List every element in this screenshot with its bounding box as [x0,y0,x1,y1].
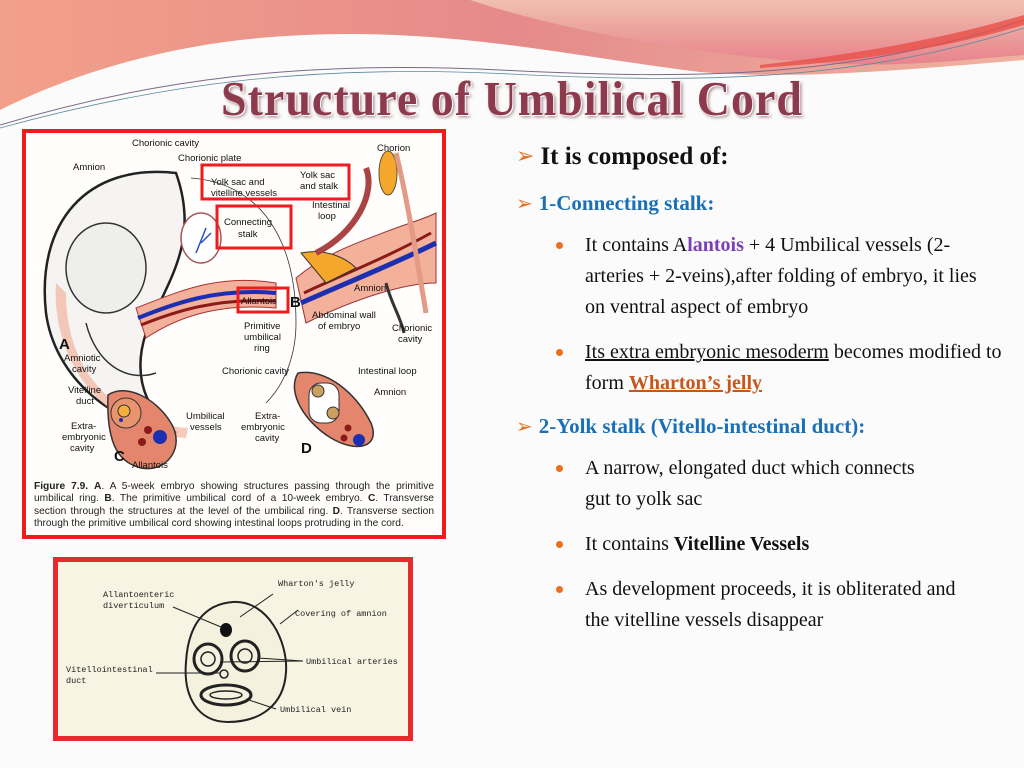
bullet-obliterated: As development proceeds, it is obliterat… [556,574,1006,636]
label-vitelline-duct-1: Vitelline [68,385,101,396]
label-amnion-right: Amnion [354,283,386,294]
bullet-dot-icon [556,465,563,472]
label-extra-embryonic-c-3: cavity [70,443,95,454]
caption-c-text: . Transverse section through the structu… [34,493,434,517]
label-yolk-sac-stalk-1: Yolk sac [300,170,335,181]
bullet-text: A narrow, elongated duct which connects … [585,457,915,510]
label-allantoenteric-1: Allantoenteric [103,590,174,600]
cross-section-diagram: Allantoenteric diverticulum Wharton's je… [66,579,398,724]
caption-d-key: D [332,505,340,517]
label-connecting-stalk-1: Connecting [224,217,272,228]
bullet-text: As development proceeds, it is obliterat… [585,578,956,631]
label-chorionic-plate: Chorionic plate [178,153,241,164]
section-yolk-stalk: ➢ 2-Yolk stalk (Vitello-intestinal duct)… [516,411,1006,441]
bullet-dot-icon [556,242,563,249]
arrow-bullet-icon: ➢ [516,414,533,438]
bullet-text: + 4 Umbilical vessels (2-arteries + 2-ve… [585,234,977,318]
bullet-alantois: It contains Alantois + 4 Umbilical vesse… [556,230,1006,323]
slide-content: ➢ It is composed of: ➢ 1-Connecting stal… [516,138,1006,636]
label-chorionic-cavity-top: Chorionic cavity [132,138,199,149]
label-intestinal-loop-d: Intestinal loop [358,366,417,377]
label-umbilical-arteries: Umbilical arteries [306,657,398,667]
bullet-text: It contains [585,533,674,555]
label-intestinal-loop-b-2: loop [318,211,336,222]
label-allantoenteric-2: diverticulum [103,601,164,611]
label-abdominal-wall-1: Abdominal wall [312,310,376,321]
label-abdominal-wall-2: of embryo [318,321,360,332]
label-vitellointestinal-2: duct [66,676,86,686]
bullet-text: becomes modified to form [585,341,1002,394]
label-yolk-sac-stalk-2: and stalk [300,181,338,192]
bullet-vitelline-vessels: It contains Vitelline Vessels [556,529,1006,560]
label-amniotic-cavity-1: Amniotic [64,353,101,364]
caption-b-key: B [104,493,112,505]
caption-b-text: . The primitive umbilical cord of a 10-w… [111,493,368,505]
label-primitive-ring-1: Primitive [244,321,280,332]
label-allantois-b: Allantois [241,296,277,307]
vitelline-bold: Vitelline Vessels [673,533,810,555]
figure-umbilical-development: Chorionic cavity Chorionic plate Amnion … [22,129,446,539]
label-amnion-left: Amnion [73,162,105,173]
caption-a-text: . A 5-week embryo showing structures pas… [34,480,434,505]
label-amniotic-cavity-2: cavity [72,364,97,375]
label-umbilical-vessels-1: Umbilical [186,411,225,422]
arrow-bullet-icon: ➢ [516,191,533,215]
caption-d-text: . Transverse section through the primiti… [34,505,434,530]
label-extra-embryonic-c-1: Extra- [71,421,96,432]
label-vitellointestinal-1: Vitellointestinal [66,665,153,675]
heading-composed-text: It is composed of: [540,143,729,170]
label-chorionic-cavity-mid: Chorionic cavity [222,366,289,377]
wharton-jelly-highlight: Wharton’s jelly [628,372,763,394]
label-primitive-ring-2: umbilical [244,332,281,343]
embryo-diagram: Chorionic cavity Chorionic plate Amnion … [43,138,438,471]
label-chorion: Chorion [377,143,410,154]
caption-fig: Figure 7.9. [34,480,89,492]
label-primitive-ring-3: ring [254,343,270,354]
bullet-text: It contains A [585,234,688,256]
label-allantois-c: Allantois [132,460,168,471]
heading-composed: ➢ It is composed of: [516,140,1006,174]
label-chorionic-cavity-right-1: Chorionic [392,323,432,334]
label-yolk-sac-vitelline-1: Yolk sac and [211,177,265,188]
arrow-bullet-icon: ➢ [516,144,535,169]
section-connecting-stalk: ➢ 1-Connecting stalk: [516,188,1006,218]
label-extra-embryonic-c-2: embryonic [62,432,106,443]
label-letter-a: A [59,336,70,353]
slide-title: Structure of Umbilical Cord [221,71,803,126]
label-letter-c: C [114,448,125,465]
label-extra-embryonic-d-2: embryonic [241,422,285,433]
bullet-dot-icon [556,541,563,548]
label-yolk-sac-vitelline-2: vitelline vessels [211,188,277,199]
label-chorionic-cavity-right-2: cavity [398,334,423,345]
label-amnion-d: Amnion [374,387,406,398]
section1-title: 1-Connecting stalk: [538,191,715,215]
bullet-wharton: Its extra embryonic mesoderm becomes mod… [556,337,1006,399]
alantois-highlight: lantois [687,234,744,256]
caption-c-key: C [367,493,376,505]
label-umbilical-vein: Umbilical vein [280,705,351,715]
bullet-dot-icon [556,586,563,593]
label-connecting-stalk-2: stalk [238,229,258,240]
label-letter-b: B [290,294,301,311]
label-wharton: Wharton's jelly [278,579,355,589]
figure-caption: Figure 7.9. A. A 5-week embryo showing s… [34,481,434,531]
figure-cord-cross-section: Allantoenteric diverticulum Wharton's je… [53,557,413,741]
bullet-narrow-duct: A narrow, elongated duct which connects … [556,453,1006,515]
label-covering-amnion: Covering of amnion [295,609,387,619]
label-extra-embryonic-d-1: Extra- [255,411,280,422]
bullet-dot-icon [556,349,563,356]
label-letter-d: D [301,440,312,457]
label-extra-embryonic-d-3: cavity [255,433,280,444]
label-vitelline-duct-2: duct [76,396,94,407]
caption-a-key: A [94,480,102,492]
label-umbilical-vessels-2: vessels [190,422,222,433]
underlined-mesoderm: Its extra embryonic mesoderm [585,341,829,363]
section2-title: 2-Yolk stalk (Vitello-intestinal duct): [538,414,866,438]
header-wave-decoration [0,0,1024,129]
label-intestinal-loop-b-1: Intestinal [312,200,350,211]
